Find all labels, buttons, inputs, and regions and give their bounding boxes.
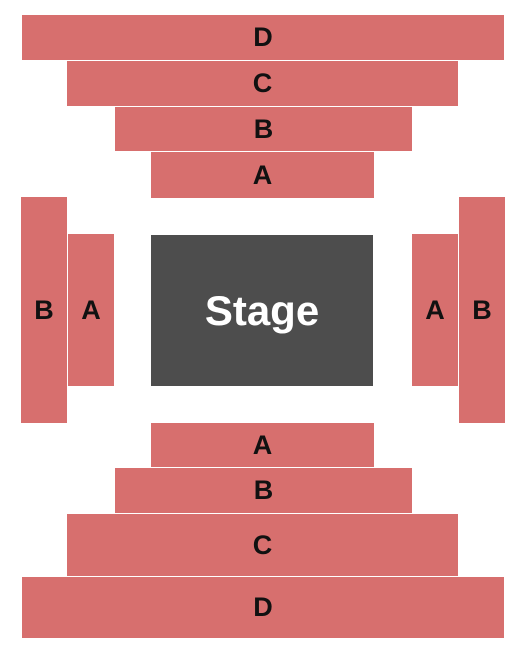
section-left-a-label: A: [81, 294, 101, 325]
section-top-b[interactable]: B: [115, 107, 412, 151]
section-right-a-label: A: [425, 294, 445, 325]
section-right-b[interactable]: B: [459, 197, 505, 423]
section-bottom-a-label: A: [252, 429, 273, 460]
section-top-a-label: A: [252, 159, 273, 190]
section-bottom-c[interactable]: C: [67, 514, 458, 576]
section-bottom-c-label: C: [252, 529, 273, 560]
section-top-a[interactable]: A: [151, 152, 374, 198]
section-top-b-label: B: [253, 113, 274, 144]
section-left-a[interactable]: A: [68, 234, 114, 386]
section-top-c-label: C: [252, 68, 273, 98]
stage-label: Stage: [204, 286, 320, 334]
section-top-c[interactable]: C: [67, 61, 458, 106]
section-top-d[interactable]: D: [22, 15, 504, 60]
section-bottom-a[interactable]: A: [151, 423, 374, 467]
section-left-b[interactable]: B: [21, 197, 67, 423]
section-right-b-label: B: [472, 294, 492, 325]
section-bottom-b-label: B: [253, 475, 274, 505]
section-left-b-label: B: [34, 294, 54, 325]
section-bottom-b[interactable]: B: [115, 468, 412, 513]
section-right-a[interactable]: A: [412, 234, 458, 386]
section-bottom-d-label: D: [253, 592, 273, 622]
section-top-d-label: D: [253, 22, 273, 52]
stage: Stage: [151, 235, 373, 386]
section-bottom-d[interactable]: D: [22, 577, 504, 638]
